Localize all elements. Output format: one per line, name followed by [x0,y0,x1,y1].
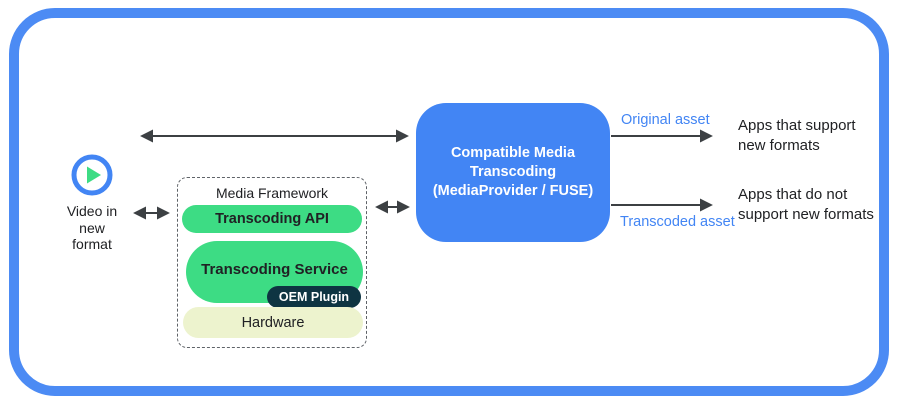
apps-no-support-line2: support new formats [738,205,874,223]
hardware-pill: Hardware [183,307,363,338]
play-icon [71,154,113,196]
compatible-media-transcoding-box: Compatible Media Transcoding (MediaProvi… [416,103,610,242]
original-asset-label: Original asset [621,112,710,128]
apps-support-line2: new formats [738,136,820,154]
media-framework-title: Media Framework [215,185,329,201]
source-video-label-line1: Video in [66,203,118,219]
source-video-label-line2: new [79,219,105,236]
transcoded-asset-label: Transcoded asset [620,214,735,230]
outer-rounded-frame [9,8,889,396]
transcoder-box-line1: Compatible Media [450,145,576,161]
source-video-label: Video in new format [48,203,136,253]
apps-support-line1: Apps that support [738,117,856,134]
transcoder-box-line3: (MediaProvider / FUSE) [432,183,594,199]
apps-no-support-text: Apps that do not support new formats [738,185,874,224]
transcoding-api-pill: Transcoding API [182,205,362,233]
transcoder-box-line2: Transcoding [469,164,557,180]
oem-plugin-pill: OEM Plugin [267,286,361,308]
apps-no-support-line1: Apps that do not [738,186,848,203]
source-video-label-line3: format [72,236,112,252]
apps-support-text: Apps that support new formats [738,116,856,155]
media-framework-box: Media Framework Transcoding API Transcod… [177,177,367,348]
